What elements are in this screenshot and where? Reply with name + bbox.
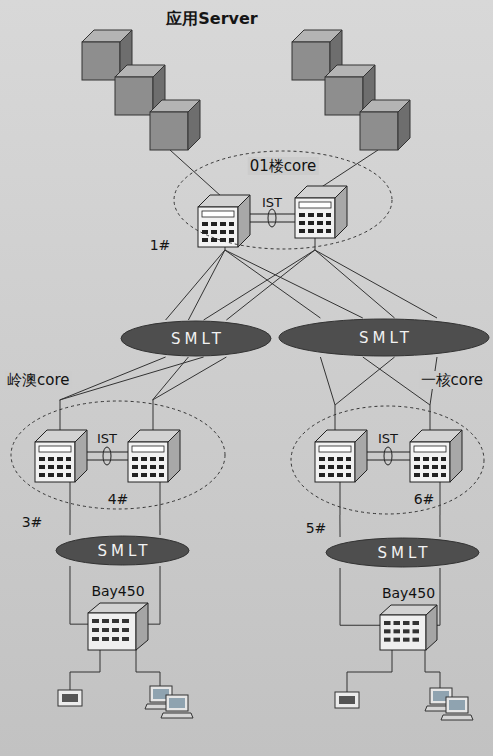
port-mark	[92, 619, 99, 623]
ist-label: IST	[378, 431, 398, 446]
port-mark	[403, 629, 410, 633]
node-heading: 一核core	[419, 371, 486, 389]
core-switch	[35, 186, 462, 482]
switch-front	[88, 613, 136, 650]
smlt-fill	[326, 538, 479, 567]
label-holder: IST	[378, 428, 398, 447]
switch-box	[380, 605, 437, 650]
dashed-group-outline	[291, 406, 484, 514]
label-holder: 6#	[414, 489, 435, 508]
smlt-oval: SMLT	[278, 318, 490, 357]
access-wire	[70, 650, 440, 692]
smlt-oval: SMLT	[325, 537, 480, 568]
heading-holder: Bay450	[91, 581, 144, 600]
port-mark	[394, 638, 401, 642]
port-mark	[413, 638, 420, 642]
dashed-group-outline	[11, 401, 225, 509]
smlt-fill	[279, 319, 489, 356]
access-switch: Bay450	[88, 603, 148, 650]
core-group: 01楼core	[173, 150, 393, 250]
smlt-text: SMLT	[355, 329, 413, 347]
port-mark	[403, 621, 410, 625]
label-holder: 4#	[108, 489, 129, 508]
port-mark	[122, 637, 129, 641]
label-holder: IST	[97, 428, 117, 447]
port-mark	[384, 638, 391, 642]
callout-number: 5#	[306, 520, 327, 536]
smlt-text: SMLT	[94, 542, 152, 560]
smlt-fill	[56, 536, 189, 565]
port-mark	[102, 619, 109, 623]
switch-side	[426, 605, 437, 650]
callout-number: 6#	[414, 491, 435, 507]
heading-holder: 岭澳core	[5, 370, 72, 389]
callout-number: 1#	[150, 237, 171, 253]
heading-holder: Bay450	[382, 583, 435, 602]
port-mark	[122, 619, 129, 623]
ist-label: IST	[262, 195, 282, 210]
pc-icon	[145, 686, 473, 720]
port-mark	[394, 621, 401, 625]
label-holder: 1#	[150, 235, 171, 254]
label-holder: 3#	[22, 512, 43, 531]
callout-number: 3#	[22, 514, 43, 530]
link-line	[340, 515, 440, 537]
node-heading: 01楼core	[248, 157, 319, 175]
dashed-group-outline	[174, 151, 392, 249]
port-mark	[413, 621, 420, 625]
port-mark	[112, 637, 119, 641]
smlt-text: SMLT	[167, 330, 225, 348]
access-switch: Bay450	[380, 605, 437, 650]
port-mark	[394, 629, 401, 633]
title-label: 应用Server	[166, 9, 257, 28]
core-group: 一核core	[290, 405, 485, 515]
port-mark	[413, 629, 420, 633]
port-mark	[102, 628, 109, 632]
link-line	[70, 510, 160, 535]
port-mark	[122, 628, 129, 632]
switch-box	[88, 603, 148, 650]
port-mark	[92, 628, 99, 632]
terminal-icon	[58, 690, 359, 708]
node-heading: 岭澳core	[5, 371, 72, 389]
port-mark	[112, 628, 119, 632]
link-line	[225, 250, 437, 318]
server-stack	[82, 30, 200, 150]
heading-holder: 一核core	[419, 370, 486, 389]
server-stack	[292, 30, 410, 150]
port-mark	[92, 637, 99, 641]
heading-holder: 01楼core	[248, 156, 319, 175]
port-mark	[403, 638, 410, 642]
switch-wire	[60, 236, 440, 515]
link-line	[60, 357, 227, 400]
smlt-fill	[121, 321, 271, 356]
label-holder: IST	[262, 192, 282, 211]
label-holder: 5#	[306, 518, 327, 537]
port-mark	[112, 619, 119, 623]
port-mark	[102, 637, 109, 641]
smlt-oval: SMLT	[120, 320, 272, 357]
smlt-text: SMLT	[374, 544, 432, 562]
node-heading: Bay450	[382, 585, 435, 601]
switch-side	[136, 603, 148, 650]
switch-front	[380, 615, 426, 650]
node-heading: Bay450	[91, 583, 144, 599]
ist-label: IST	[97, 431, 117, 446]
port-mark	[384, 621, 391, 625]
label-holder: 应用Server	[166, 9, 257, 28]
node-outline	[290, 405, 485, 515]
smlt-oval: SMLT	[55, 535, 190, 566]
port-mark	[384, 629, 391, 633]
callout-number: 4#	[108, 491, 129, 507]
